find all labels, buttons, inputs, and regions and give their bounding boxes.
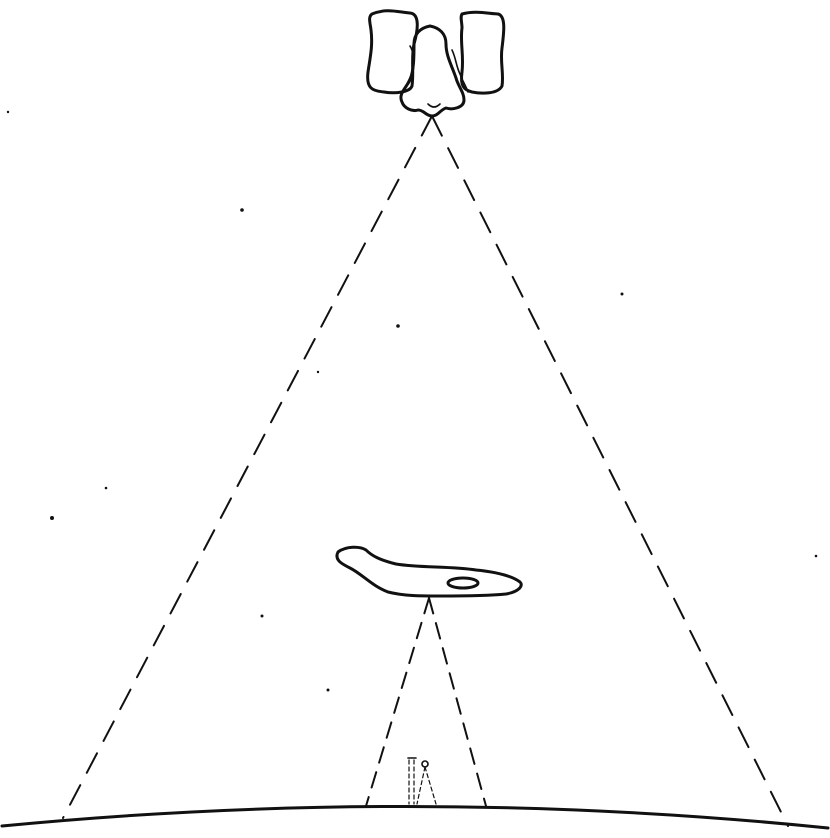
airplane-cone-left	[366, 598, 429, 806]
speck	[105, 487, 108, 490]
airplane-body	[337, 547, 521, 596]
ground-tower-icon	[408, 758, 436, 804]
airplane-icon	[337, 547, 521, 596]
satellite-cone-right	[432, 116, 788, 826]
satellite-cone-left	[63, 116, 432, 818]
speck	[396, 324, 400, 328]
airplane-cone-right	[429, 598, 486, 806]
airplane-window	[448, 578, 478, 588]
speck	[240, 208, 244, 212]
satellite-antenna	[428, 104, 440, 107]
speck	[317, 371, 319, 373]
tower-sensor	[422, 761, 428, 767]
airplane-sensing-cone	[366, 598, 486, 806]
satellite-sensing-cone	[63, 116, 788, 826]
satellite-right-panel	[461, 12, 504, 93]
earth-surface	[2, 806, 828, 828]
satellite-body	[401, 26, 464, 116]
speck	[815, 555, 818, 558]
satellite-icon	[368, 11, 504, 116]
tower-cone-left	[417, 767, 425, 804]
speck	[7, 111, 9, 113]
speck	[50, 516, 54, 520]
scan-specks	[7, 111, 818, 692]
tower-cone-right	[425, 767, 436, 804]
speck	[327, 689, 330, 692]
speck	[621, 293, 624, 296]
speck	[261, 615, 264, 618]
